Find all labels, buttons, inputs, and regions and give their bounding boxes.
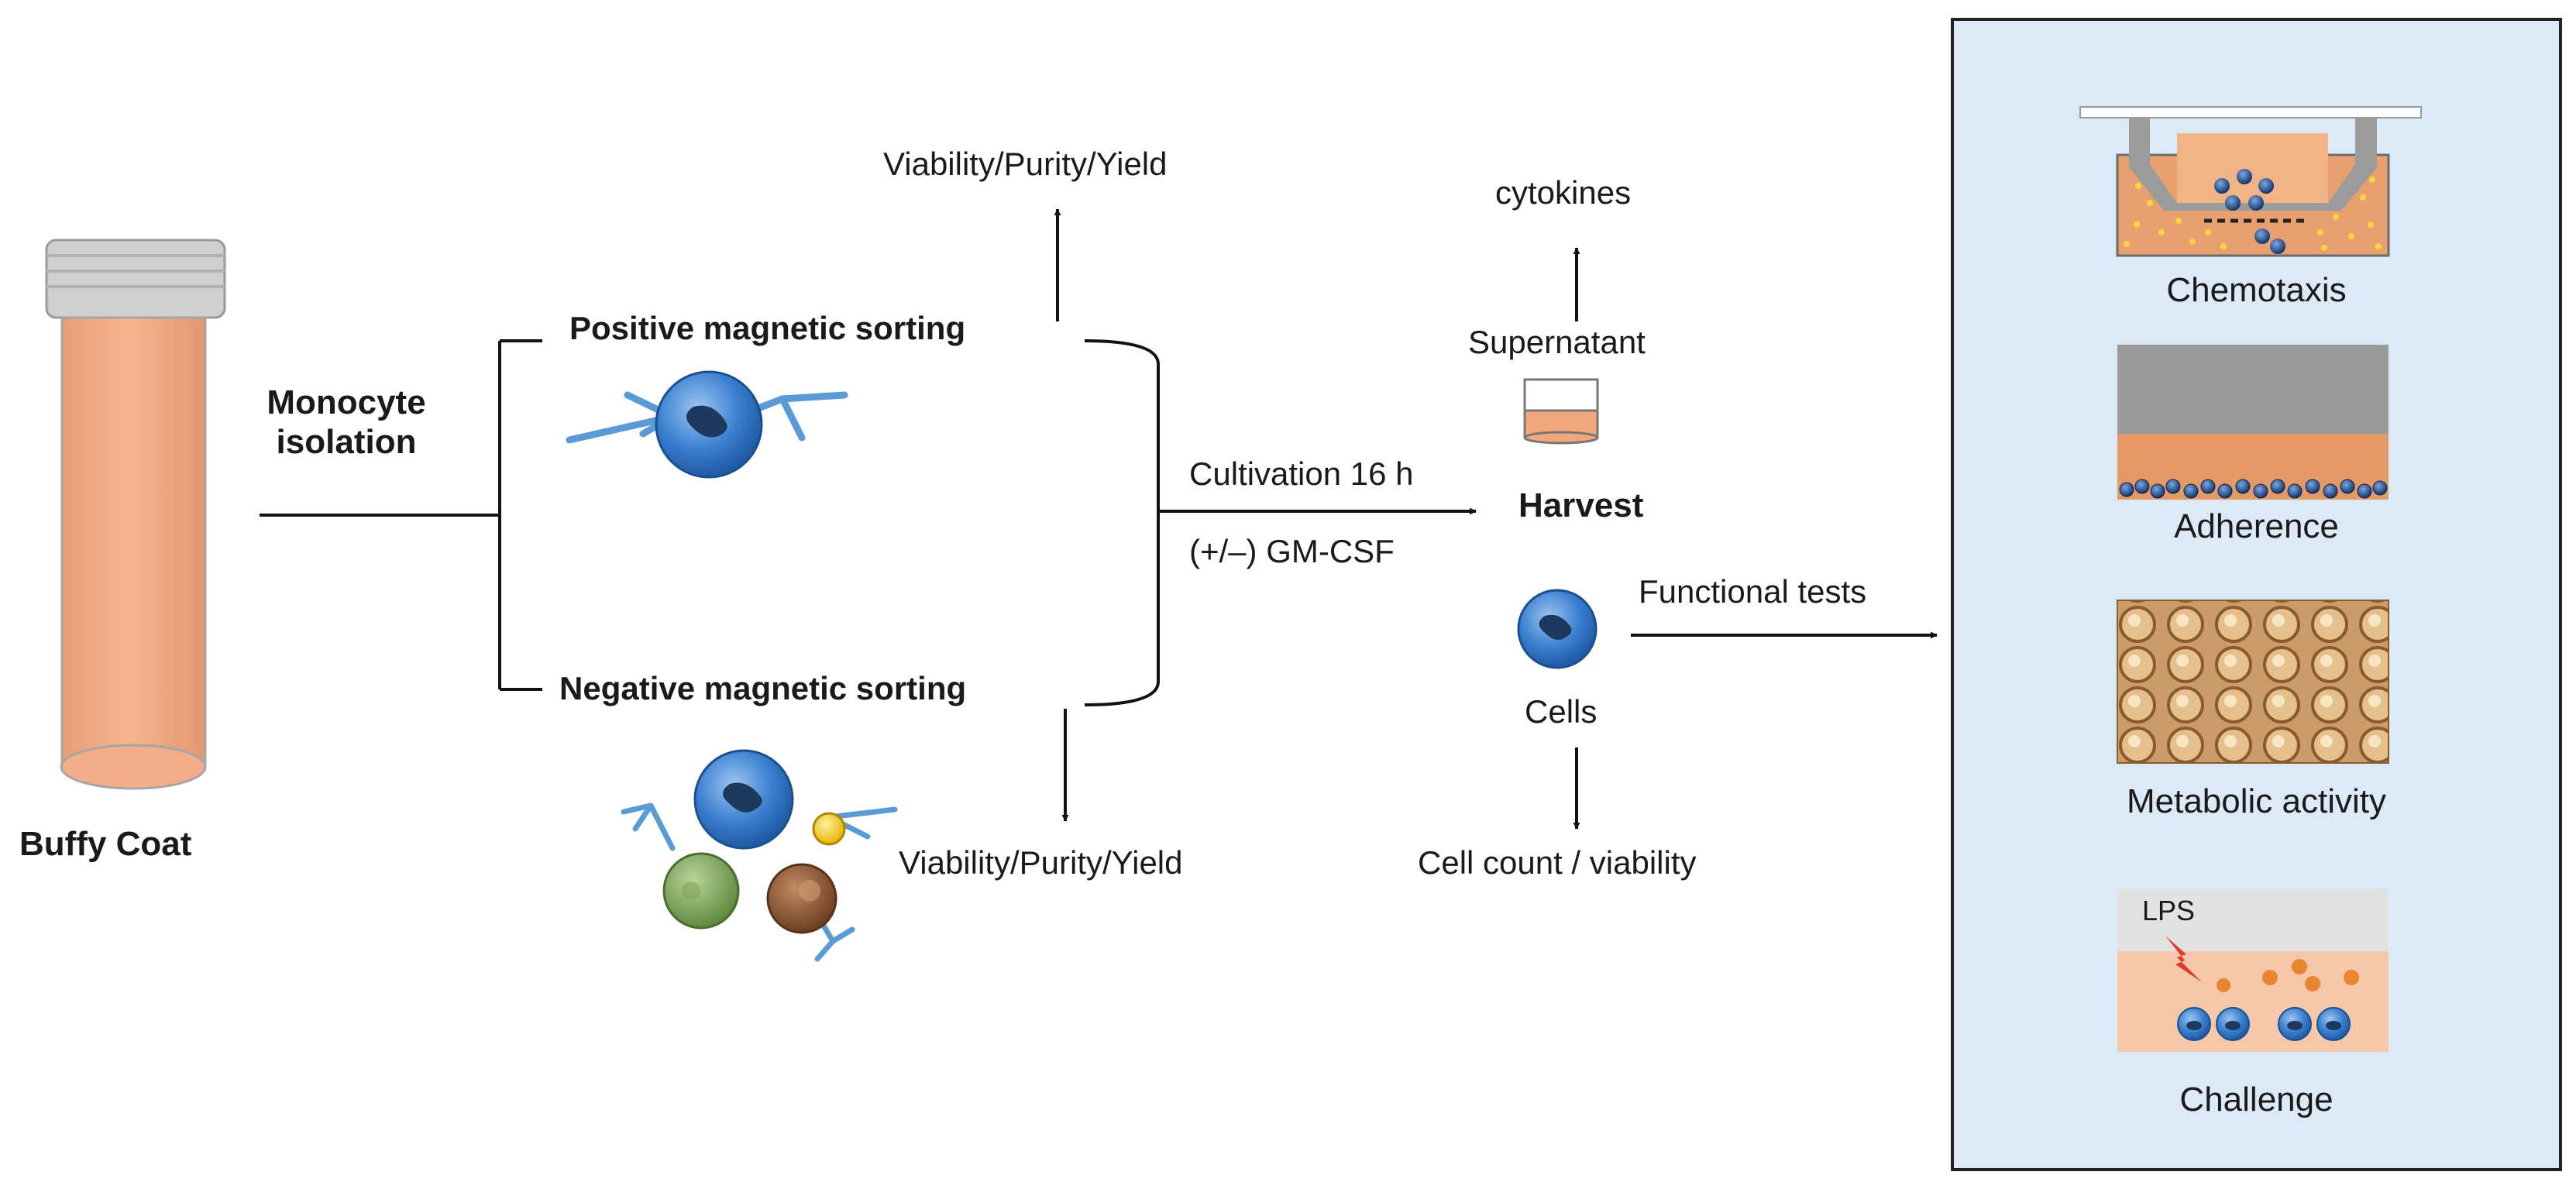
harvested-cell-icon (1517, 589, 1598, 669)
cultivation-label: Cultivation 16 h (1189, 455, 1414, 492)
assay-label-challenge: Challenge (2179, 1081, 2334, 1119)
viability-top-label: Viability/Purity/Yield (883, 146, 1168, 182)
supernatant-label: Supernatant (1468, 324, 1646, 360)
positive-sorted-monocyte-icon (566, 370, 848, 479)
cytokines-label: cytokines (1495, 174, 1632, 211)
negative-sorting-label: Negative magnetic sorting (559, 670, 967, 706)
cell-count-label: Cell count / viability (1418, 844, 1697, 881)
monocyte-isolation-line2: isolation (276, 422, 417, 461)
isolation-connector (260, 339, 542, 691)
monocyte-isolation-line1: Monocyte (267, 383, 426, 421)
lps-challenge-icon (2117, 889, 2389, 1052)
functional-tests-label: Functional tests (1639, 573, 1867, 610)
transwell-icon (2079, 106, 2422, 257)
buffy-coat-label: Buffy Coat (19, 825, 192, 863)
viability-bottom-label: Viability/Purity/Yield (899, 844, 1183, 881)
lps-label: LPS (2142, 895, 2196, 926)
monocyte-isolation-label: Monocyte isolation (249, 383, 443, 462)
assay-label-chemotaxis: Chemotaxis (2166, 271, 2347, 309)
assay-label-metabolic: Metabolic activity (2126, 782, 2386, 820)
well-plate-icon (2117, 600, 2389, 764)
buffy-coat-tube-icon (45, 239, 226, 790)
gmcsf-label: (+/–) GM-CSF (1189, 533, 1395, 569)
assay-label-adherence: Adherence (2174, 507, 2339, 545)
adherent-cells-icon (2117, 345, 2389, 500)
harvest-label: Harvest (1518, 486, 1644, 524)
negative-sorting-cells-icon (621, 749, 898, 962)
cultivation-bracket (1084, 339, 1160, 706)
cells-label: Cells (1525, 693, 1598, 730)
supernatant-dish-icon (1523, 378, 1599, 445)
positive-sorting-label: Positive magnetic sorting (569, 310, 966, 346)
